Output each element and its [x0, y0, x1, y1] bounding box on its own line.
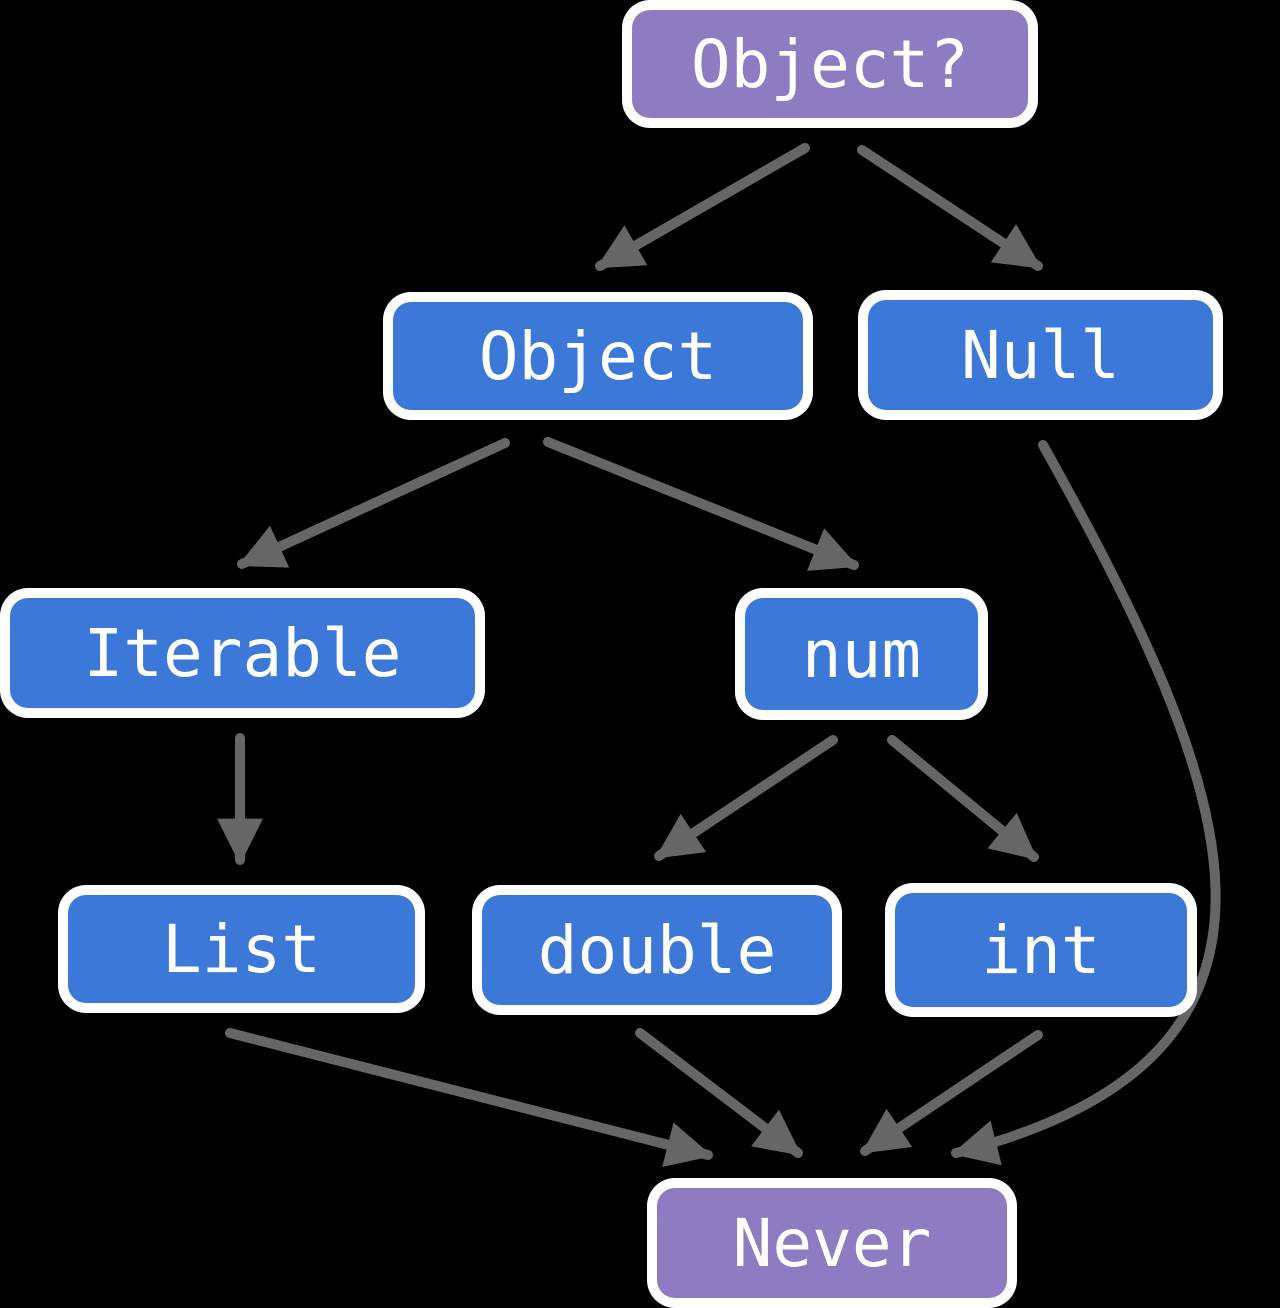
node-object: Object	[393, 302, 803, 410]
node-num: num	[745, 598, 978, 710]
edge-object-to-iterable	[237, 438, 510, 569]
node-iterable: Iterable	[10, 598, 475, 708]
edge-list-to-never	[225, 1028, 713, 1168]
edge-object-nullable-to-object	[595, 143, 810, 271]
node-int: int	[895, 893, 1187, 1007]
edge-num-to-double	[654, 735, 838, 861]
edge-object-nullable-to-null	[857, 145, 1043, 271]
edge-group	[217, 143, 1221, 1168]
node-double: double	[482, 895, 832, 1005]
edge-int-to-never	[860, 1030, 1043, 1156]
node-object-nullable: Object?	[632, 10, 1028, 118]
node-never: Never	[657, 1188, 1007, 1298]
edge-num-to-int	[887, 735, 1039, 862]
edge-object-to-num	[543, 437, 859, 571]
edge-null-to-never	[951, 440, 1221, 1166]
node-list: List	[68, 895, 415, 1003]
node-null: Null	[868, 300, 1213, 410]
edge-double-to-never	[635, 1028, 803, 1158]
